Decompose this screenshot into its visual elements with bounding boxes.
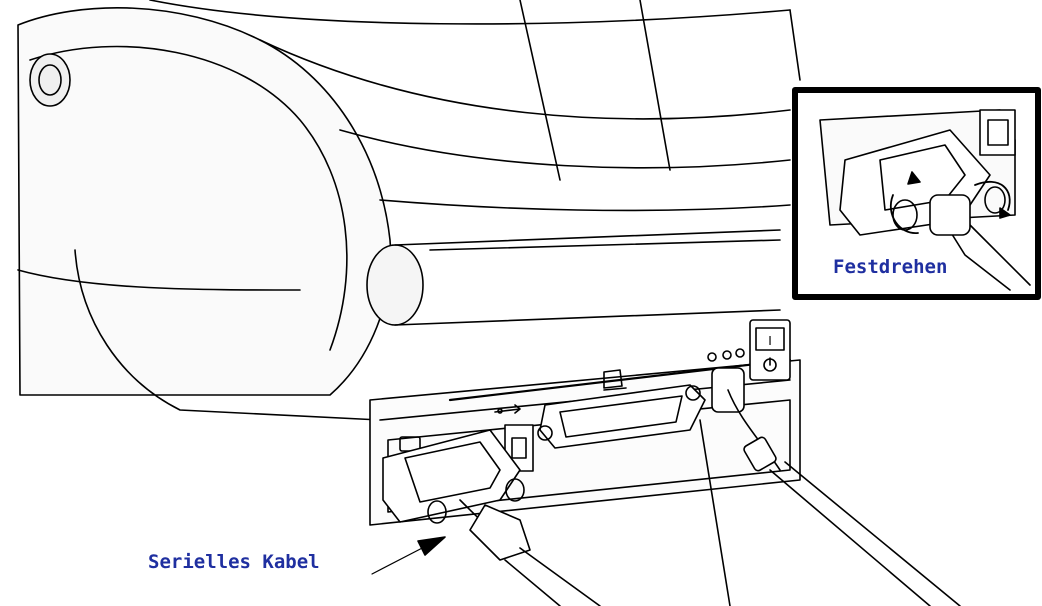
svg-text:I: I (768, 334, 772, 348)
power-cable (707, 348, 961, 606)
serial-cable-pointer (371, 536, 446, 575)
dc-polarity-icon (707, 348, 745, 362)
parallel-port (537, 369, 706, 449)
printer-side-cover (17, 7, 392, 421)
printer-top-cover (149, 0, 801, 212)
printer-hinge (366, 229, 781, 326)
inset-detail (792, 87, 1041, 300)
serial-cable (382, 429, 601, 606)
power-switch: I (749, 319, 791, 381)
printer-port-icon (603, 369, 627, 391)
cable-lower (699, 419, 731, 606)
tighten-label: Festdrehen (833, 256, 948, 278)
usb-icon (494, 404, 521, 414)
serial-cable-label: Serielles Kabel (148, 551, 320, 573)
